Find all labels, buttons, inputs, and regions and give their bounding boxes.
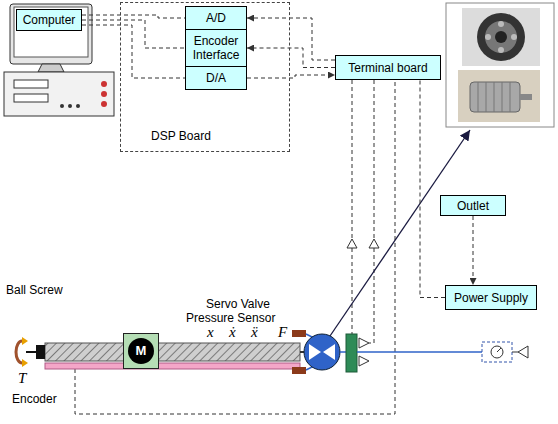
label-anchor: ẍ: [251, 324, 258, 341]
node-text: D/A: [206, 71, 226, 85]
label-anchor: Ball Screw: [6, 283, 63, 297]
motor-block: M: [123, 333, 159, 369]
computer-screen: Computer: [16, 9, 82, 31]
node-text: Encoder Interface: [189, 34, 243, 62]
variable-label: ẍ: [251, 324, 258, 340]
signal-connector: [247, 18, 335, 60]
photo-frame: [446, 3, 554, 127]
variable-label: T: [18, 370, 26, 386]
power-box: Power Supply: [445, 285, 537, 310]
node-text: A/D: [206, 11, 226, 25]
computer-illustration: [4, 4, 114, 116]
node-text: Outlet: [457, 199, 489, 213]
label-anchor: ẋ: [229, 324, 236, 341]
interface-box: Encoder Interface: [185, 29, 247, 67]
variable-label: F: [278, 324, 287, 340]
node-text: DSP Board: [151, 129, 211, 143]
label-anchor: Pressure Sensor: [186, 311, 275, 325]
label-anchor: x: [207, 324, 214, 341]
signal-connector: [247, 75, 335, 78]
signal-connector: [82, 25, 185, 78]
servo-valve-symbol: [292, 330, 528, 374]
label-anchor: Servo Valve: [206, 297, 270, 311]
interface-box: A/D: [185, 6, 247, 30]
node-text: Power Supply: [454, 291, 528, 305]
variable-label: x: [207, 324, 214, 340]
node-text: Terminal board: [348, 61, 427, 75]
terminal-box: Terminal board: [335, 55, 441, 80]
signal-connector: [82, 15, 185, 18]
label-anchor: F: [278, 324, 287, 341]
dsp-board-frame: DSP Board A/D Encoder InterfaceD/A: [120, 2, 290, 152]
signal-connector: [420, 80, 445, 298]
outlet-box: Outlet: [440, 195, 506, 216]
label-anchor: T: [18, 370, 26, 387]
ball-screw-assembly: [16, 337, 304, 369]
part-label: Encoder: [12, 392, 57, 406]
signal-connector: [473, 216, 474, 285]
node-text: Computer: [23, 13, 76, 27]
interface-box: D/A: [185, 66, 247, 90]
variable-label: ẋ: [229, 324, 236, 340]
node-text: M: [136, 344, 147, 358]
signal-connector: [82, 20, 185, 48]
part-label: Ball Screw: [6, 283, 63, 297]
signal-connector: [247, 48, 335, 68]
motor-circle: [128, 338, 154, 364]
part-label: Servo Valve: [206, 297, 270, 311]
part-label: Pressure Sensor: [186, 311, 275, 325]
label-anchor: Encoder: [12, 392, 57, 406]
